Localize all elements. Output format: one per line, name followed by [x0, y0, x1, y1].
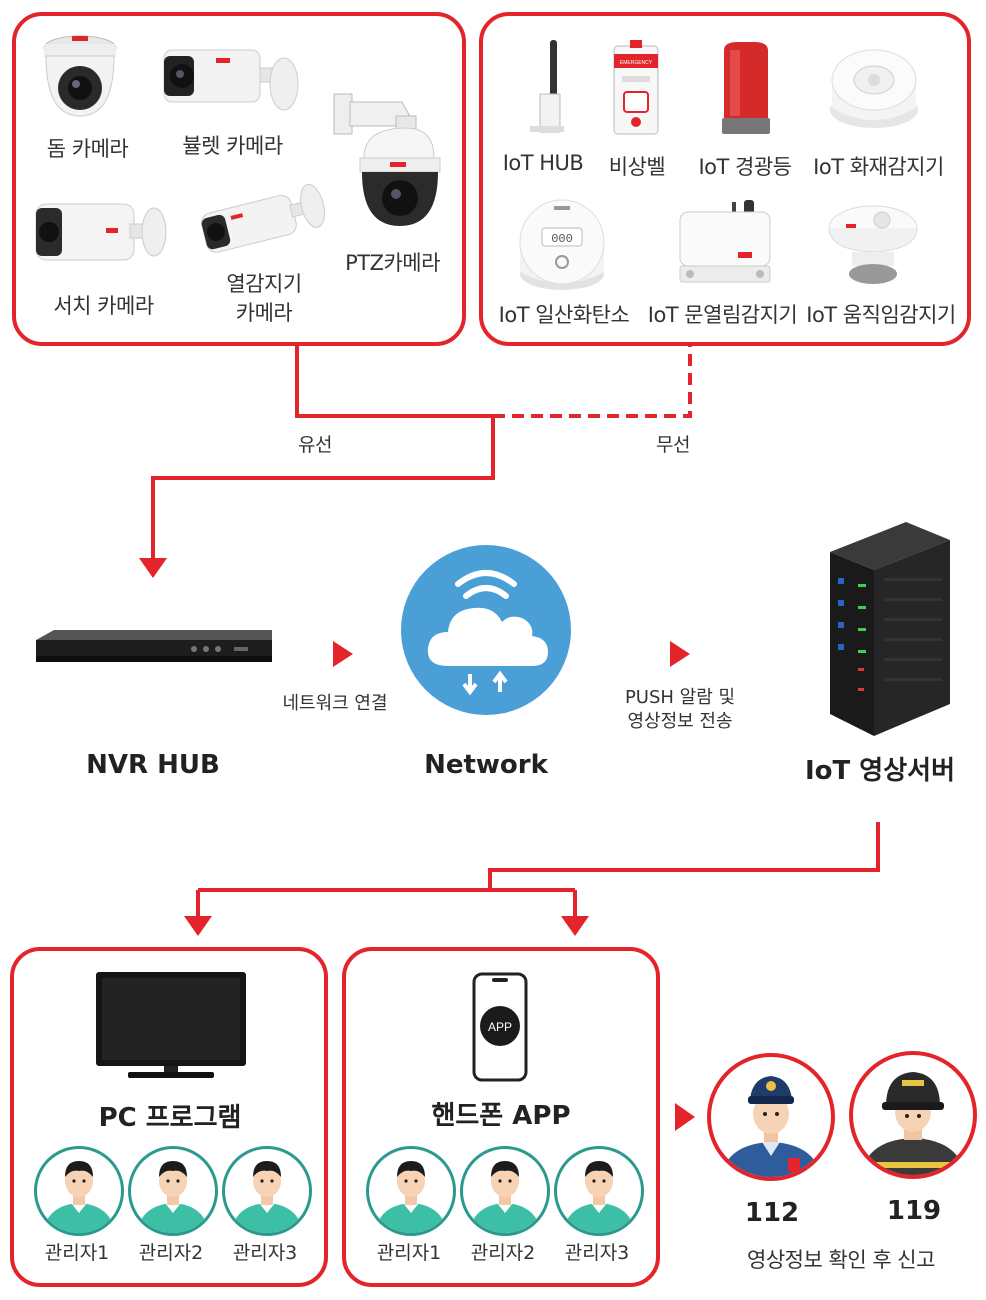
- bell-header-text: EMERGENCY: [620, 60, 653, 66]
- dome-camera-label: 돔 카메라: [46, 137, 129, 161]
- arrow-to-app: [561, 916, 589, 936]
- pc-manager-2: 관리자2: [126, 1146, 218, 1264]
- police-icon: [706, 1052, 836, 1182]
- nvr-icon: [34, 626, 274, 666]
- pc-manager-1: 관리자1: [32, 1146, 124, 1264]
- bullet-camera-label: 뷸렛 카메라: [182, 134, 283, 158]
- warning-light-label: IoT 경광등: [698, 155, 792, 179]
- mobile-app-title: 핸드폰 APP: [431, 1101, 571, 1131]
- emergency-caption: 영상정보 확인 후 신고: [747, 1248, 935, 1272]
- arrow-nvr-network: [333, 641, 353, 667]
- pc-manager-3: 관리자3: [220, 1146, 312, 1264]
- emergency-bell-icon: EMERGENCY: [610, 40, 662, 136]
- police-number: 112: [744, 1198, 800, 1228]
- co-detector-label: IoT 일산화탄소: [498, 303, 630, 327]
- app-manager-3-label: 관리자3: [564, 1242, 630, 1264]
- app-manager-2-label: 관리자2: [470, 1242, 536, 1264]
- iot-hub-label: IoT HUB: [502, 151, 584, 175]
- door-sensor-icon: [676, 200, 774, 288]
- server-title: IoT 영상서버: [804, 756, 955, 786]
- thermal-camera-label-line1: 열감지기: [226, 272, 302, 296]
- manager-avatar-icon: [128, 1146, 218, 1236]
- pc-manager-3-label: 관리자3: [232, 1242, 298, 1264]
- manager-avatar-icon: [460, 1146, 550, 1236]
- monitor-icon: [94, 970, 248, 1082]
- dome-camera-icon: [38, 30, 122, 120]
- thermal-camera-icon: [196, 180, 332, 256]
- pc-program-title: PC 프로그램: [98, 1103, 242, 1133]
- search-camera-label: 서치 카메라: [53, 294, 154, 318]
- nvr-to-network-label: 네트워크 연결: [282, 693, 388, 714]
- arrow-to-emergency: [675, 1103, 695, 1131]
- door-sensor-label: IoT 문열림감지기: [647, 303, 798, 327]
- search-camera-icon: [32, 198, 170, 270]
- manager-avatar-icon: [366, 1146, 456, 1236]
- push-label-line2: 영상정보 전송: [627, 711, 733, 732]
- app-manager-2: 관리자2: [458, 1146, 550, 1264]
- nvr-title: NVR HUB: [86, 750, 220, 780]
- firefighter-icon: [848, 1050, 978, 1180]
- manager-avatar-icon: [222, 1146, 312, 1236]
- manager-avatar-icon: [34, 1146, 124, 1236]
- co-detector-icon: 000: [516, 196, 608, 294]
- arrow-to-pc: [184, 916, 212, 936]
- bullet-camera-icon: [160, 44, 302, 114]
- app-manager-1: 관리자1: [364, 1146, 456, 1264]
- manager-avatar-icon: [554, 1146, 644, 1236]
- motion-sensor-icon: [824, 198, 922, 288]
- warning-light-icon: [718, 40, 774, 136]
- ptz-camera-label: PTZ카메라: [345, 251, 440, 275]
- co-display-text: 000: [551, 232, 573, 246]
- app-manager-1-label: 관리자1: [376, 1242, 442, 1264]
- fire-detector-icon: [826, 40, 922, 132]
- emergency-bell-label: 비상벨: [608, 155, 666, 179]
- smartphone-icon: APP: [472, 972, 528, 1082]
- cloud-network-icon: [400, 544, 572, 716]
- wireless-label: 무선: [656, 434, 690, 456]
- app-icon-text: APP: [488, 1020, 512, 1034]
- app-manager-3: 관리자3: [552, 1146, 644, 1264]
- server-rack-icon: [824, 518, 954, 738]
- arrow-to-nvr: [139, 558, 167, 578]
- fire-detector-label: IoT 화재감지기: [813, 155, 944, 179]
- pc-manager-2-label: 관리자2: [138, 1242, 204, 1264]
- motion-sensor-label: IoT 움직임감지기: [806, 303, 956, 327]
- arrow-network-server: [670, 641, 690, 667]
- push-label-line1: PUSH 알람 및: [624, 687, 736, 708]
- wired-label: 유선: [298, 434, 332, 456]
- pc-manager-1-label: 관리자1: [44, 1242, 110, 1264]
- ptz-camera-icon: [330, 88, 442, 233]
- thermal-camera-label-line2: 카메라: [235, 301, 293, 325]
- fire-number: 119: [886, 1196, 942, 1226]
- network-title: Network: [424, 750, 548, 780]
- iot-hub-icon: [526, 38, 570, 136]
